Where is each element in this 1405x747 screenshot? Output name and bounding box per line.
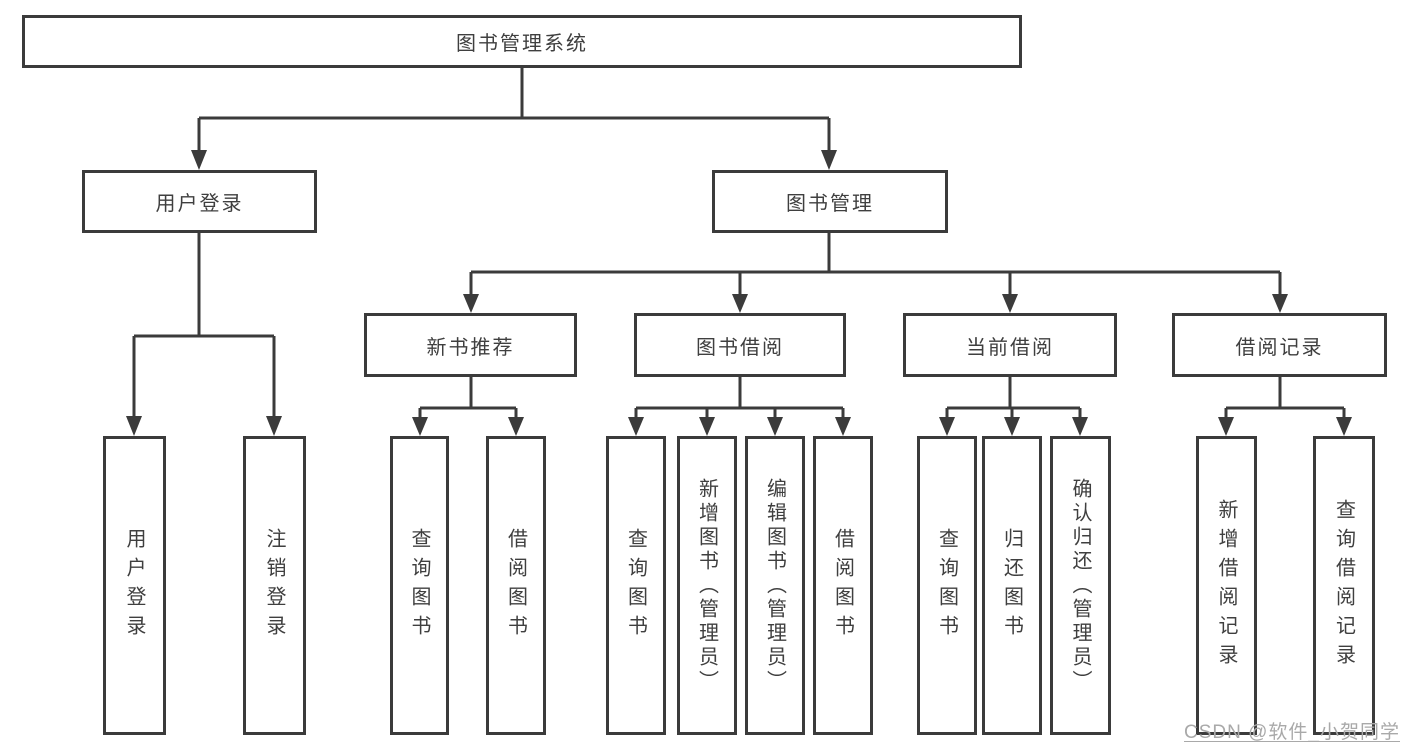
arrow-down-icon <box>939 417 955 436</box>
leaf-user-login: 用户登录 <box>103 436 166 735</box>
leaf-borrow-book: 借阅图书 <box>813 436 873 735</box>
node-user-login: 用户登录 <box>82 170 317 233</box>
arrow-down-icon <box>191 150 207 170</box>
leaf-return-book: 归还图书 <box>982 436 1042 735</box>
arrowheads-book-management-children <box>463 294 1288 313</box>
connector-new-book-children <box>418 377 518 420</box>
arrow-down-icon <box>1336 417 1352 436</box>
arrowheads-root-to-level2 <box>191 150 837 170</box>
arrowheads-current-borrow-children <box>939 417 1088 436</box>
connector-borrow-records-children <box>1224 377 1346 420</box>
leaf-logout: 注销登录 <box>243 436 306 735</box>
arrow-down-icon <box>821 150 837 170</box>
leaf-add-book-admin: 新增图书（管理员） <box>677 436 737 735</box>
arrow-down-icon <box>266 416 282 436</box>
connector-book-management-children <box>469 233 1282 297</box>
node-current-borrow: 当前借阅 <box>903 313 1117 377</box>
arrow-down-icon <box>463 294 479 313</box>
arrowheads-user-login-children <box>126 416 282 436</box>
arrow-down-icon <box>699 417 715 436</box>
leaf-query-borrow-record: 查询借阅记录 <box>1313 436 1375 735</box>
watermark: CSDN @软件_小贺同学 <box>1184 722 1400 743</box>
arrow-down-icon <box>412 417 428 436</box>
node-borrow-records: 借阅记录 <box>1172 313 1387 377</box>
arrow-down-icon <box>1072 417 1088 436</box>
leaf-add-borrow-record: 新增借阅记录 <box>1196 436 1257 735</box>
node-root-system: 图书管理系统 <box>22 15 1022 68</box>
leaf-borrow-books-recommend: 借阅图书 <box>486 436 546 735</box>
connector-book-borrow-children <box>634 377 845 420</box>
connector-current-borrow-children <box>945 377 1082 420</box>
connector-user-login-children <box>132 233 276 419</box>
arrow-down-icon <box>628 417 644 436</box>
arrow-down-icon <box>767 417 783 436</box>
node-book-management: 图书管理 <box>712 170 948 233</box>
arrow-down-icon <box>126 416 142 436</box>
arrow-down-icon <box>508 417 524 436</box>
arrowheads-new-book-children <box>412 417 524 436</box>
arrowheads-borrow-records-children <box>1218 417 1352 436</box>
arrow-down-icon <box>835 417 851 436</box>
arrow-down-icon <box>1272 294 1288 313</box>
leaf-edit-book-admin: 编辑图书（管理员） <box>745 436 805 735</box>
leaf-query-books-recommend: 查询图书 <box>390 436 449 735</box>
connector-root-to-level2 <box>197 68 831 153</box>
arrow-down-icon <box>1218 417 1234 436</box>
node-book-borrow: 图书借阅 <box>634 313 846 377</box>
leaf-query-books-borrow: 查询图书 <box>606 436 666 735</box>
arrowheads-book-borrow-children <box>628 417 851 436</box>
arrow-down-icon <box>732 294 748 313</box>
arrow-down-icon <box>1002 294 1018 313</box>
node-new-book-recommend: 新书推荐 <box>364 313 577 377</box>
leaf-confirm-return-admin: 确认归还（管理员） <box>1050 436 1111 735</box>
arrow-down-icon <box>1004 417 1020 436</box>
leaf-query-books-current: 查询图书 <box>917 436 977 735</box>
